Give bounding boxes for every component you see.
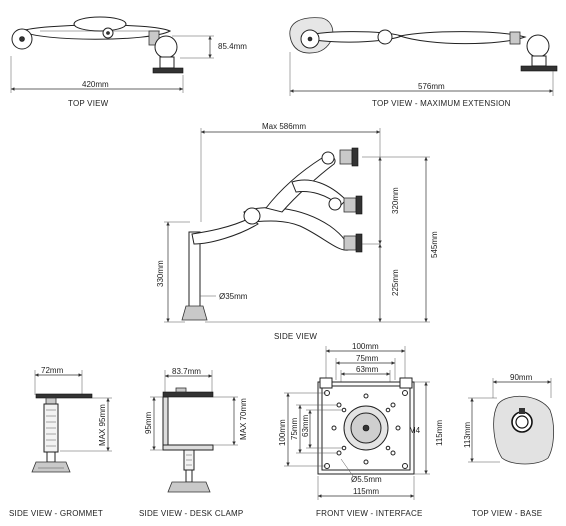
vesa-plate bbox=[317, 377, 415, 475]
base-plate bbox=[493, 395, 554, 465]
interface-h100-dim: 100mm bbox=[278, 419, 287, 446]
side-vertical-range-dim: 320mm bbox=[391, 187, 400, 214]
top-view-arm bbox=[11, 16, 184, 74]
interface-w100-dim: 100mm bbox=[352, 342, 379, 351]
side-pole-diameter-dim: Ø35mm bbox=[219, 292, 248, 301]
side-view-arm bbox=[181, 147, 363, 321]
base-width-dim: 90mm bbox=[510, 373, 533, 382]
clamp-width-dim: 83.7mm bbox=[172, 367, 201, 376]
side-max-reach-dim: Max 586mm bbox=[262, 122, 306, 131]
top-view-width-dim: 420mm bbox=[82, 80, 109, 89]
base-caption: TOP VIEW - BASE bbox=[472, 509, 542, 518]
interface-screw-label: M4 bbox=[409, 426, 421, 435]
top-view-depth-dim: 85.4mm bbox=[218, 42, 247, 51]
side-view-caption: SIDE VIEW bbox=[274, 332, 317, 341]
top-view-max-extension: 576mm TOP VIEW - MAXIMUM EXTENSION bbox=[289, 17, 558, 108]
interface-w63-dim: 63mm bbox=[356, 365, 379, 374]
clamp-view: 83.7mm 95mm MAX 70mm SIDE VIEW - DESK CL… bbox=[139, 367, 248, 518]
interface-h75-dim: 75mm bbox=[290, 417, 299, 440]
top-view: 85.4mm 420mm TOP VIEW bbox=[10, 16, 247, 108]
top-max-caption: TOP VIEW - MAXIMUM EXTENSION bbox=[372, 99, 511, 108]
side-view: Max 586mm 320mm bbox=[156, 122, 439, 341]
clamp-hardware bbox=[162, 387, 214, 493]
interface-h115-dim: 115mm bbox=[435, 420, 444, 446]
grommet-view: 72mm MAX 95mm SIDE VIEW - GROMMET bbox=[9, 366, 112, 518]
base-height-dim: 113mm bbox=[463, 422, 472, 448]
grommet-hardware bbox=[31, 393, 93, 473]
interface-caption: FRONT VIEW - INTERFACE bbox=[316, 509, 422, 518]
top-max-width-dim: 576mm bbox=[418, 82, 445, 91]
grommet-width-dim: 72mm bbox=[41, 366, 64, 375]
top-max-arm bbox=[289, 17, 558, 72]
interface-view: 100mm 75mm 63mm bbox=[278, 342, 444, 518]
interface-w75-dim: 75mm bbox=[356, 354, 379, 363]
top-view-caption: TOP VIEW bbox=[68, 99, 109, 108]
clamp-height-dim: 95mm bbox=[144, 411, 153, 434]
interface-w115-dim: 115mm bbox=[353, 487, 379, 496]
side-min-height-dim: 225mm bbox=[391, 269, 400, 296]
side-pole-height-dim: 330mm bbox=[156, 260, 165, 287]
grommet-caption: SIDE VIEW - GROMMET bbox=[9, 509, 103, 518]
grommet-max-dim: MAX 95mm bbox=[98, 404, 107, 446]
interface-h63-dim: 63mm bbox=[301, 414, 310, 437]
clamp-caption: SIDE VIEW - DESK CLAMP bbox=[139, 509, 243, 518]
interface-hole-dim: Ø5.5mm bbox=[351, 475, 382, 484]
base-view: 90mm 113mm TOP VIEW - BASE bbox=[463, 373, 554, 518]
clamp-max-dim: MAX 70mm bbox=[239, 398, 248, 440]
side-total-height-dim: 545mm bbox=[430, 231, 439, 258]
